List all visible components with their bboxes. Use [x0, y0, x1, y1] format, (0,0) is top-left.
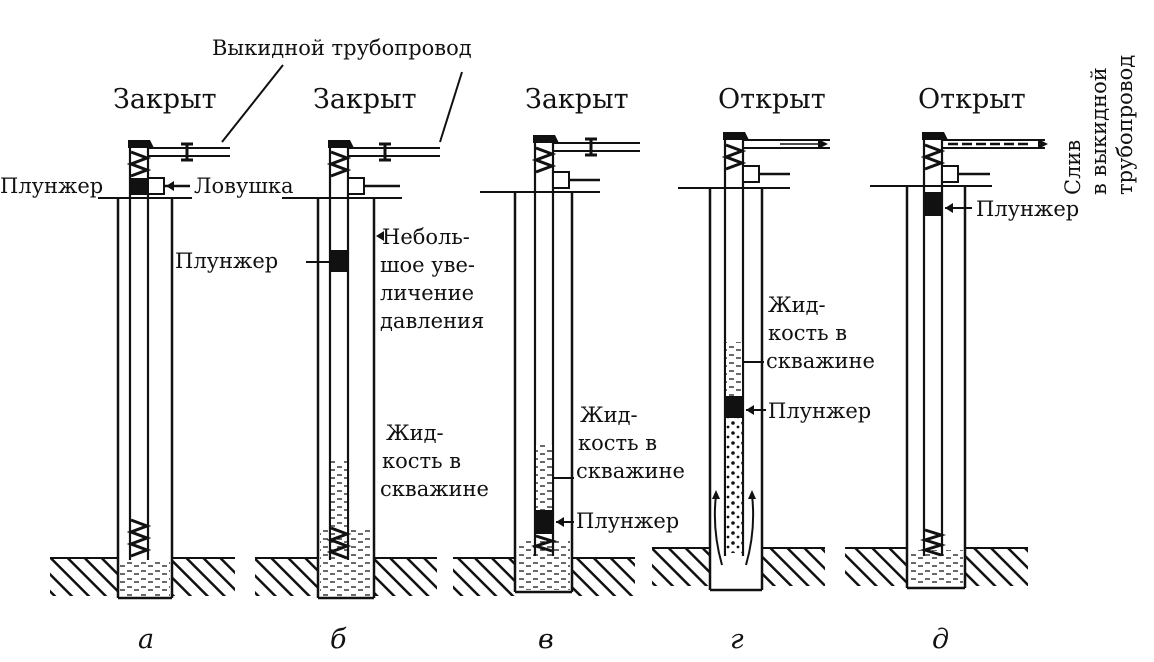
panel-d-bottom-liquid — [909, 550, 963, 586]
panel-a-lubricator-cap — [128, 140, 154, 148]
svg-text:Слив: Слив — [1061, 140, 1085, 195]
panel-g-state: Открыт — [718, 84, 826, 115]
panel-v-fluid-label-3: скважине — [576, 459, 685, 483]
panel-d-catcher — [941, 165, 959, 183]
panel-g-fluid-label-3: скважине — [766, 349, 875, 373]
panel-d-plunger-label: Плунжер — [976, 197, 1079, 221]
panel-a-valve — [181, 142, 193, 162]
panel-v-letter: в — [538, 624, 554, 655]
panel-v-fluid-column — [536, 445, 552, 510]
panel-a-catcher — [147, 177, 165, 195]
panel-b-state: Закрыт — [313, 84, 417, 115]
panel-g-gas-bubbles — [726, 418, 742, 553]
panel-b-plunger — [331, 250, 347, 272]
panel-b-pressure-label-1: Неболь- — [382, 225, 470, 249]
panel-g-plunger — [726, 396, 742, 418]
panel-g-fluid-column — [726, 342, 742, 396]
panel-g-fluid-label-1: Жид- — [768, 293, 826, 317]
panel-v-plunger — [536, 510, 552, 534]
panel-g-letter: г — [730, 624, 744, 655]
panel-d-letter: д — [932, 624, 949, 655]
panel-g-flowline — [743, 139, 830, 149]
panel-a-plunger-label: Плунжер — [0, 174, 103, 198]
panel-d-plunger — [925, 192, 941, 216]
panel-v-fluid-label-1: Жид- — [580, 403, 638, 427]
panel-g-flow-arrow-right — [745, 494, 755, 566]
svg-text:в выкидной: в выкидной — [1087, 67, 1111, 195]
panel-a-catcher-label: Ловушка — [194, 174, 294, 198]
panel-a-spring-top — [126, 150, 152, 178]
panel-b-fluid-label-2: кость в — [382, 449, 461, 473]
panel-d-state: Открыт — [918, 84, 1026, 115]
panel-v-state: Закрыт — [525, 84, 629, 115]
panel-v-catcher — [552, 171, 570, 189]
panel-a-letter: а — [138, 624, 154, 655]
flowline-label: Выкидной трубопровод — [212, 36, 472, 60]
discharge-label: Слив в выкидной трубопровод — [1061, 55, 1137, 195]
panel-b: Закрыт Плунжер Неболь- шое уве- личение … — [175, 84, 489, 655]
flowline-leader-b — [439, 71, 463, 143]
svg-text:трубопровод: трубопровод — [1113, 55, 1137, 195]
panel-g-catcher — [742, 165, 760, 183]
panel-b-catcher — [347, 177, 365, 195]
panel-a-state: Закрыт — [113, 84, 217, 115]
panel-a-ground-left — [50, 558, 118, 596]
panel-b-fluid-label-1: Жид- — [386, 421, 444, 445]
panel-v: Закрыт Жид- кость в скважине Плунжер в — [453, 84, 685, 655]
panel-d-flowline — [942, 139, 1045, 149]
panel-a-bottom-liquid — [120, 560, 170, 596]
panel-b-fluid-label-3: скважине — [380, 477, 489, 501]
panel-a-flowline — [148, 147, 230, 157]
panel-a-ground-right — [172, 558, 235, 596]
panel-b-pressure-label-4: давления — [380, 309, 484, 333]
panel-b-pressure-label-3: личение — [380, 281, 474, 305]
panel-b-plunger-label: Плунжер — [175, 249, 278, 273]
panel-g: Открыт Жид- кость в скважине Плунжер — [652, 84, 875, 655]
panel-a: Закрыт Плунжер Ловушка а — [0, 84, 294, 655]
panel-a-spring-bottom — [126, 518, 152, 558]
panel-a-plunger — [131, 178, 147, 195]
panel-v-plunger-label: Плунжер — [576, 509, 679, 533]
panel-b-letter: б — [330, 624, 347, 655]
panel-d: Открыт Плунжер д — [845, 84, 1079, 655]
panel-v-fluid-label-2: кость в — [578, 431, 657, 455]
panel-g-flow-arrow-left — [713, 494, 723, 566]
panel-g-plunger-label: Плунжер — [768, 399, 871, 423]
panel-b-fluid-column — [331, 460, 347, 535]
panel-g-fluid-label-2: кость в — [768, 321, 847, 345]
panel-b-pressure-label-2: шое уве- — [380, 253, 475, 277]
flowline-leader-a — [221, 64, 284, 143]
panel-b-bottom-liquid — [320, 530, 372, 596]
